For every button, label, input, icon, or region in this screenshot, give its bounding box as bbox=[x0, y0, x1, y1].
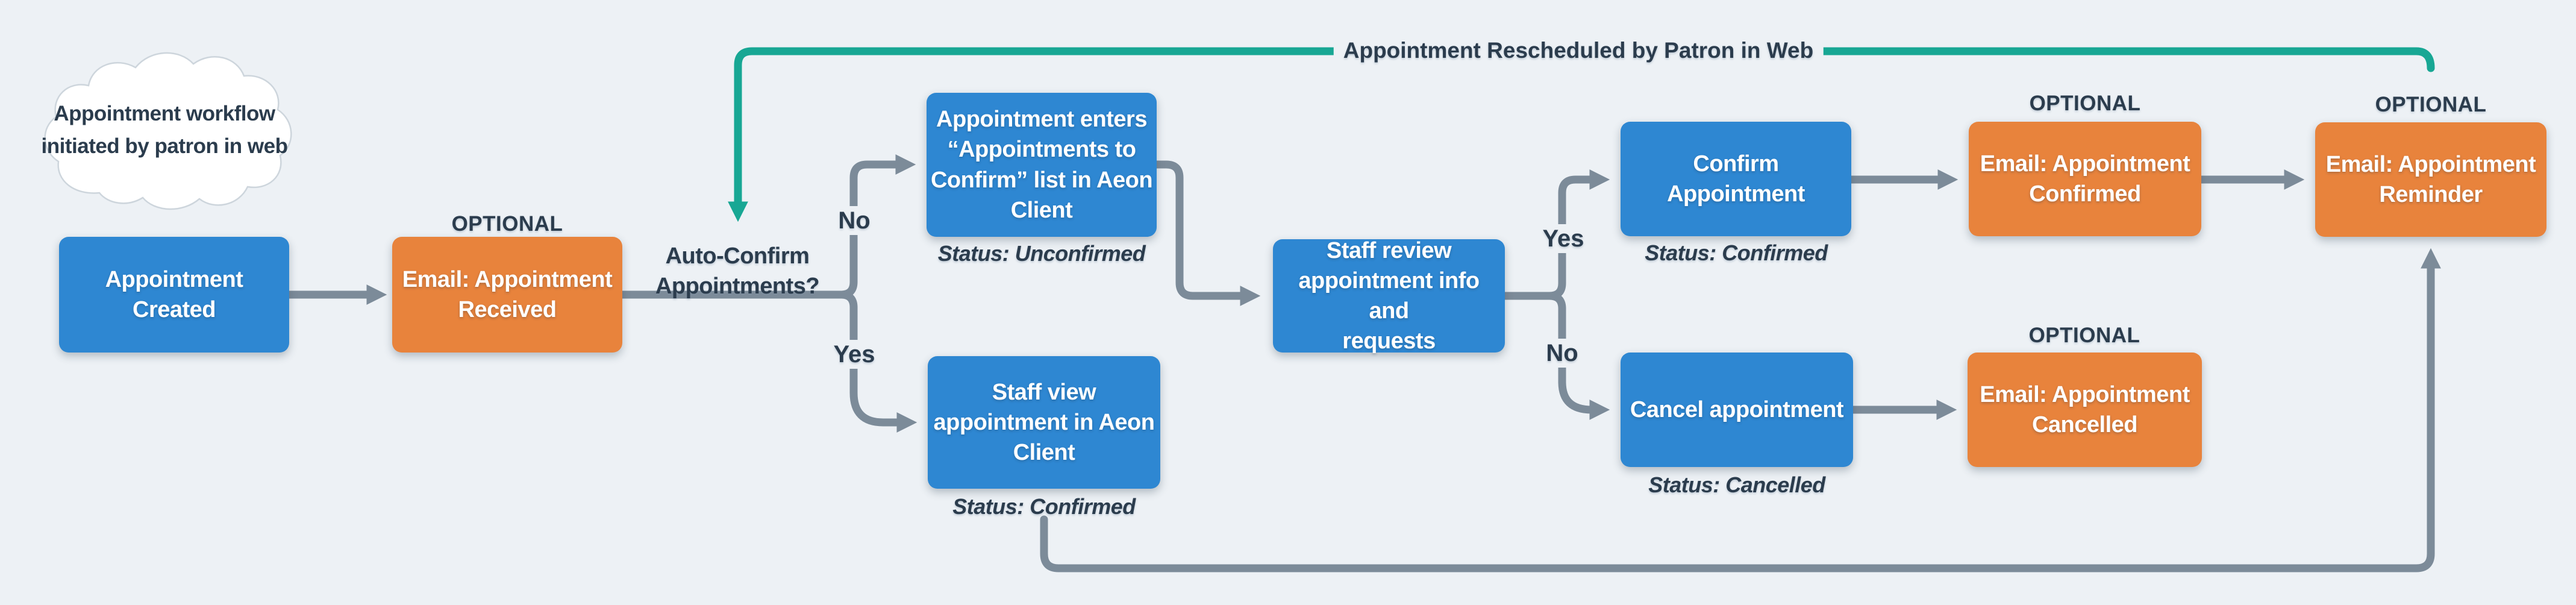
status-cancelled: Status: Cancelled bbox=[1648, 472, 1825, 497]
decision-auto-confirm-question: Auto-Confirm Appointments? bbox=[655, 243, 820, 299]
connector-staff-review-to-cancel bbox=[1545, 292, 1610, 420]
rescheduled-loop-label: Appointment Rescheduled by Patron in Web bbox=[1333, 36, 1824, 66]
node-email-appointment-confirmed: Email: Appointment Confirmed bbox=[1969, 122, 2201, 236]
node-email-appointment-cancelled: Email: Appointment Cancelled bbox=[1968, 353, 2202, 467]
connector-rescheduled-loop bbox=[728, 47, 2435, 222]
node-staff-review-appointment: Staff review appointment info and reques… bbox=[1273, 238, 1505, 354]
node-email-appointment-received: Email: Appointment Received bbox=[392, 237, 622, 353]
node-appointments-to-confirm-list: Appointment enters “Appointments to Conf… bbox=[927, 93, 1157, 237]
branch-label-auto-confirm-yes: Yes bbox=[826, 340, 883, 369]
connector-split-to-staff-view bbox=[837, 290, 918, 433]
node-label: Staff review appointment info and reques… bbox=[1298, 237, 1480, 354]
node-label: Appointment enters “Appointments to Conf… bbox=[930, 107, 1153, 223]
status-unconfirmed: Status: Unconfirmed bbox=[937, 241, 1146, 266]
node-email-appointment-reminder: Email: Appointment Reminder bbox=[2315, 122, 2546, 237]
connector-to-confirm-to-staff-review bbox=[1152, 160, 1261, 306]
node-label: Staff view appointment in Aeon Client bbox=[933, 379, 1155, 466]
branch-label-review-yes: Yes bbox=[1535, 224, 1592, 253]
node-label: Email: Appointment Received bbox=[402, 266, 613, 322]
node-staff-view-appointment: Staff view appointment in Aeon Client bbox=[928, 356, 1160, 489]
status-confirmed-staff-view: Status: Confirmed bbox=[952, 494, 1136, 519]
node-label: Cancel appointment bbox=[1630, 397, 1844, 422]
cloud-note: Appointment workflow initiated by patron… bbox=[41, 102, 288, 158]
node-label: Email: Appointment Cancelled bbox=[1980, 381, 2190, 437]
status-confirmed: Status: Confirmed bbox=[1645, 240, 1828, 265]
node-confirm-appointment: Confirm Appointment bbox=[1621, 122, 1851, 236]
optional-label-email-reminder: OPTIONAL bbox=[2375, 93, 2487, 116]
node-appointment-created: Appointment Created bbox=[59, 237, 289, 353]
node-label: Confirm Appointment bbox=[1667, 151, 1805, 207]
branch-label-review-no: No bbox=[1539, 339, 1586, 368]
node-cancel-appointment: Cancel appointment bbox=[1621, 353, 1853, 467]
branch-label-auto-confirm-no: No bbox=[831, 206, 878, 235]
node-label: Appointment Created bbox=[105, 266, 243, 322]
cloud-shape bbox=[44, 52, 292, 210]
connector-staff-view-to-email-reminder bbox=[1040, 248, 2441, 572]
optional-label-email-confirmed: OPTIONAL bbox=[2029, 92, 2141, 115]
optional-label-email-received: OPTIONAL bbox=[451, 212, 563, 236]
node-label: Email: Appointment Confirmed bbox=[1980, 151, 2190, 207]
optional-label-email-cancelled: OPTIONAL bbox=[2028, 324, 2140, 347]
node-label: Email: Appointment Reminder bbox=[2325, 151, 2536, 207]
